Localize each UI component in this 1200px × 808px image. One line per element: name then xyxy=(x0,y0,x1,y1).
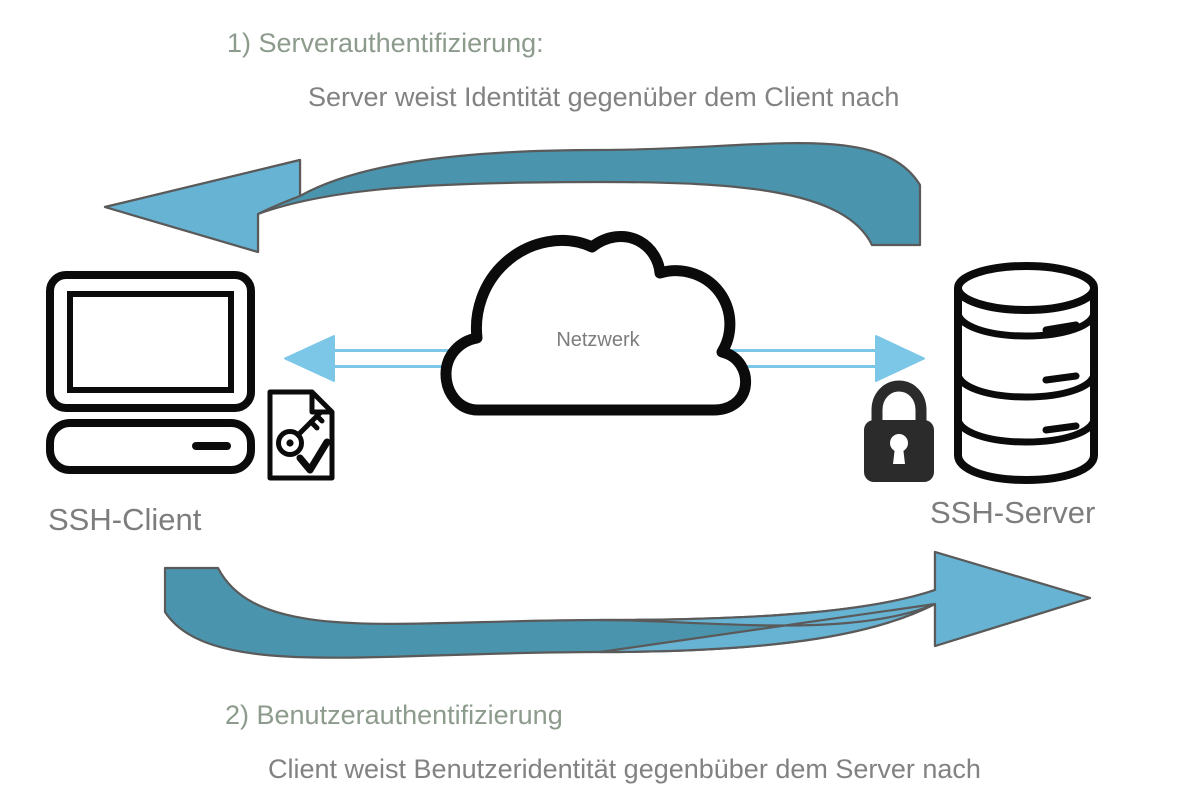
top-annotation-line2: Server weist Identität gegenüber dem Cli… xyxy=(308,82,899,112)
db-divider-2 xyxy=(954,372,1098,401)
key-tooth-1 xyxy=(308,419,320,431)
db-led-1 xyxy=(1042,321,1080,334)
padlock-closed-icon xyxy=(864,380,934,482)
link-arrowhead-left xyxy=(284,335,335,382)
check-icon xyxy=(296,438,331,474)
database-cylinder-icon xyxy=(954,262,1098,484)
top-annotation-line1: 1) Serverauthentifizierung: xyxy=(227,28,544,58)
monitor-screen xyxy=(67,291,234,393)
bottom-arc-head xyxy=(598,550,1092,654)
certificate-folded-corner xyxy=(309,392,332,415)
db-body xyxy=(954,288,1098,484)
padlock-keyhole-slot xyxy=(893,447,905,464)
db-top xyxy=(954,262,1098,314)
db-divider-1 xyxy=(954,311,1098,340)
server-to-client-arc xyxy=(103,141,922,254)
computer-base xyxy=(46,419,255,474)
padlock-keyhole xyxy=(890,434,908,452)
certificate-key-check-icon xyxy=(267,389,335,481)
key-tooth-2 xyxy=(314,413,325,424)
desktop-computer-icon xyxy=(46,271,255,474)
db-led-2 xyxy=(1042,372,1080,384)
db-led-3 xyxy=(1042,422,1080,434)
bottom-annotation-line2: Client weist Benutzeridentität gegenbübe… xyxy=(268,754,981,784)
client-to-server-arc xyxy=(163,550,1092,659)
cloud-outline xyxy=(440,230,752,416)
bottom-annotation-line1: 2) Benutzerauthentifizierung xyxy=(225,700,563,730)
db-divider-3 xyxy=(954,417,1098,446)
server-label: SSH-Server xyxy=(930,495,1095,530)
link-arrowhead-right xyxy=(875,335,925,382)
key-ring xyxy=(276,429,304,457)
top-arc-head xyxy=(103,158,302,254)
client-label: SSH-Client xyxy=(48,502,202,537)
cloud-label: Netzwerk xyxy=(556,329,640,351)
key-ring-hole xyxy=(286,439,294,447)
padlock-shackle xyxy=(871,380,927,430)
cloud-icon: Netzwerk xyxy=(440,230,752,416)
